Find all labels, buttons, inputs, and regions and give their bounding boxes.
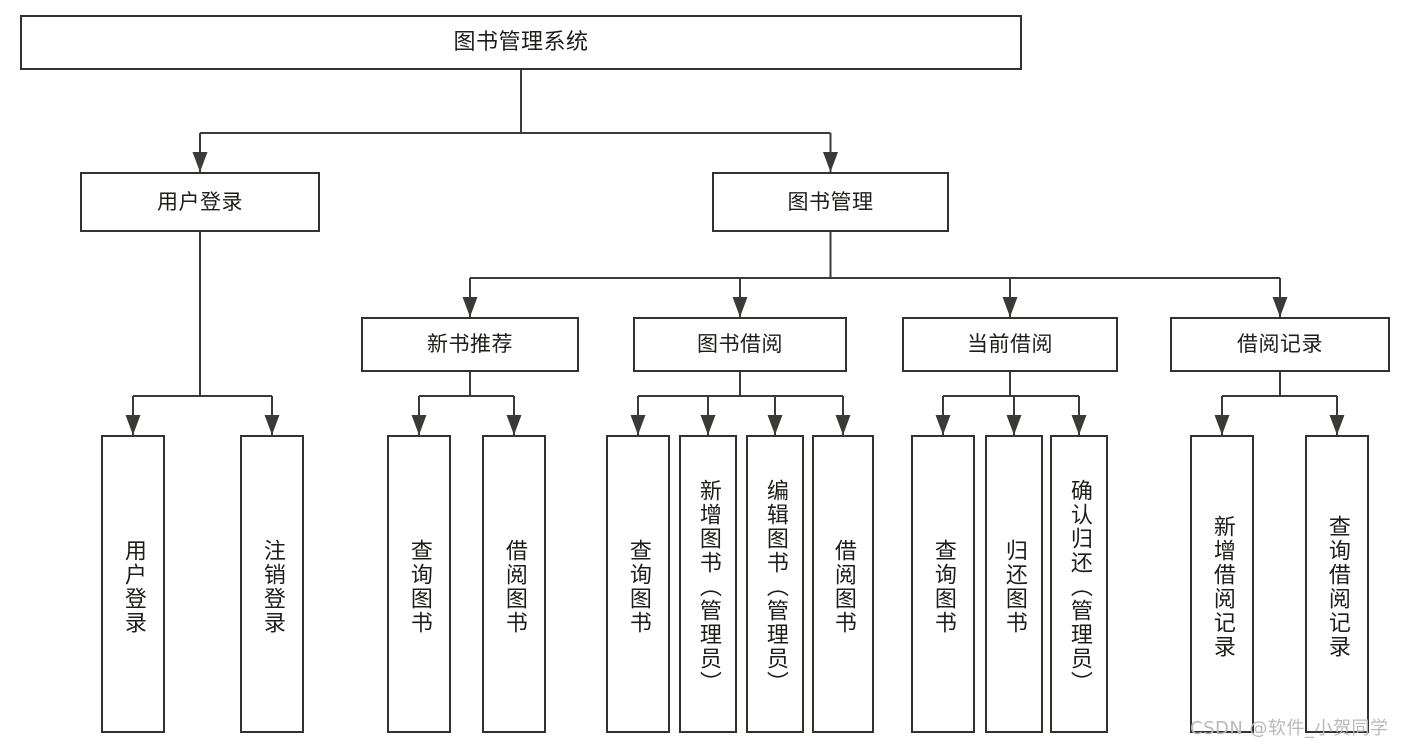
node-label-leaf-query-book-recommend: 查询图书 — [406, 539, 432, 635]
edge-arrowhead — [462, 297, 478, 317]
edge-arrowhead — [767, 415, 783, 435]
node-label-leaf-query-borrow-record: 查询借阅记录 — [1324, 515, 1350, 659]
node-leaf-query-book-recommend[interactable]: 查询图书 — [387, 435, 451, 733]
node-label-book-manage: 图书管理 — [787, 189, 874, 214]
edge-arrowhead — [192, 152, 208, 172]
node-label-leaf-add-book-admin: 新增图书（管理员） — [695, 479, 721, 695]
node-label-current-borrow: 当前借阅 — [967, 332, 1053, 357]
node-leaf-borrow-book-recommend[interactable]: 借阅图书 — [482, 435, 546, 733]
node-leaf-logout-login[interactable]: 注销登录 — [240, 435, 304, 733]
edge-arrowhead — [700, 415, 716, 435]
edge-arrowhead — [1272, 297, 1288, 317]
node-leaf-add-book-admin[interactable]: 新增图书（管理员） — [679, 435, 737, 733]
node-label-leaf-query-book-borrow: 查询图书 — [625, 539, 651, 635]
edge-arrowhead — [506, 415, 522, 435]
node-label-leaf-return-book: 归还图书 — [1001, 539, 1027, 635]
node-leaf-query-book-borrow[interactable]: 查询图书 — [606, 435, 670, 733]
edge-arrowhead — [1214, 415, 1230, 435]
node-label-leaf-logout-login: 注销登录 — [259, 539, 285, 635]
node-leaf-edit-book-admin[interactable]: 编辑图书（管理员） — [746, 435, 804, 733]
node-leaf-query-book-current[interactable]: 查询图书 — [911, 435, 975, 733]
edge-arrowhead — [264, 415, 280, 435]
node-leaf-query-borrow-record[interactable]: 查询借阅记录 — [1305, 435, 1369, 733]
node-leaf-confirm-return-admin[interactable]: 确认归还（管理员） — [1050, 435, 1108, 733]
node-book-manage[interactable]: 图书管理 — [712, 172, 949, 232]
edge-arrowhead — [411, 415, 427, 435]
node-current-borrow[interactable]: 当前借阅 — [902, 317, 1118, 372]
edge-arrowhead — [125, 415, 141, 435]
node-label-leaf-borrow-book: 借阅图书 — [830, 539, 856, 635]
watermark: CSDN @软件_小贺同学 — [1190, 718, 1389, 739]
node-label-book-borrow: 图书借阅 — [697, 332, 783, 357]
node-label-leaf-borrow-book-recommend: 借阅图书 — [501, 539, 527, 635]
edge-arrowhead — [1329, 415, 1345, 435]
edge-arrowhead — [1071, 415, 1087, 435]
node-label-leaf-query-book-current: 查询图书 — [930, 539, 956, 635]
edge-arrowhead — [1006, 415, 1022, 435]
node-root[interactable]: 图书管理系统 — [20, 15, 1022, 70]
node-label-leaf-add-borrow-record: 新增借阅记录 — [1209, 515, 1235, 659]
node-leaf-add-borrow-record[interactable]: 新增借阅记录 — [1190, 435, 1254, 733]
node-label-leaf-confirm-return-admin: 确认归还（管理员） — [1066, 479, 1092, 695]
node-leaf-user-login[interactable]: 用户登录 — [101, 435, 165, 733]
edge-arrowhead — [835, 415, 851, 435]
node-label-leaf-user-login: 用户登录 — [120, 539, 146, 635]
edge-arrowhead — [935, 415, 951, 435]
node-new-book-recommend[interactable]: 新书推荐 — [361, 317, 579, 372]
node-book-borrow[interactable]: 图书借阅 — [633, 317, 847, 372]
node-label-borrow-record: 借阅记录 — [1237, 332, 1323, 357]
edge-arrowhead — [732, 297, 748, 317]
node-label-new-book-recommend: 新书推荐 — [427, 332, 513, 357]
node-label-root: 图书管理系统 — [453, 29, 589, 55]
node-label-user-login: 用户登录 — [157, 189, 243, 214]
node-label-leaf-edit-book-admin: 编辑图书（管理员） — [762, 479, 788, 695]
node-leaf-borrow-book[interactable]: 借阅图书 — [812, 435, 874, 733]
edge-arrowhead — [630, 415, 646, 435]
edge-arrowhead — [823, 152, 838, 172]
edge-arrowhead — [1002, 297, 1018, 317]
node-borrow-record[interactable]: 借阅记录 — [1170, 317, 1390, 372]
node-user-login[interactable]: 用户登录 — [80, 172, 320, 232]
node-leaf-return-book[interactable]: 归还图书 — [985, 435, 1043, 733]
